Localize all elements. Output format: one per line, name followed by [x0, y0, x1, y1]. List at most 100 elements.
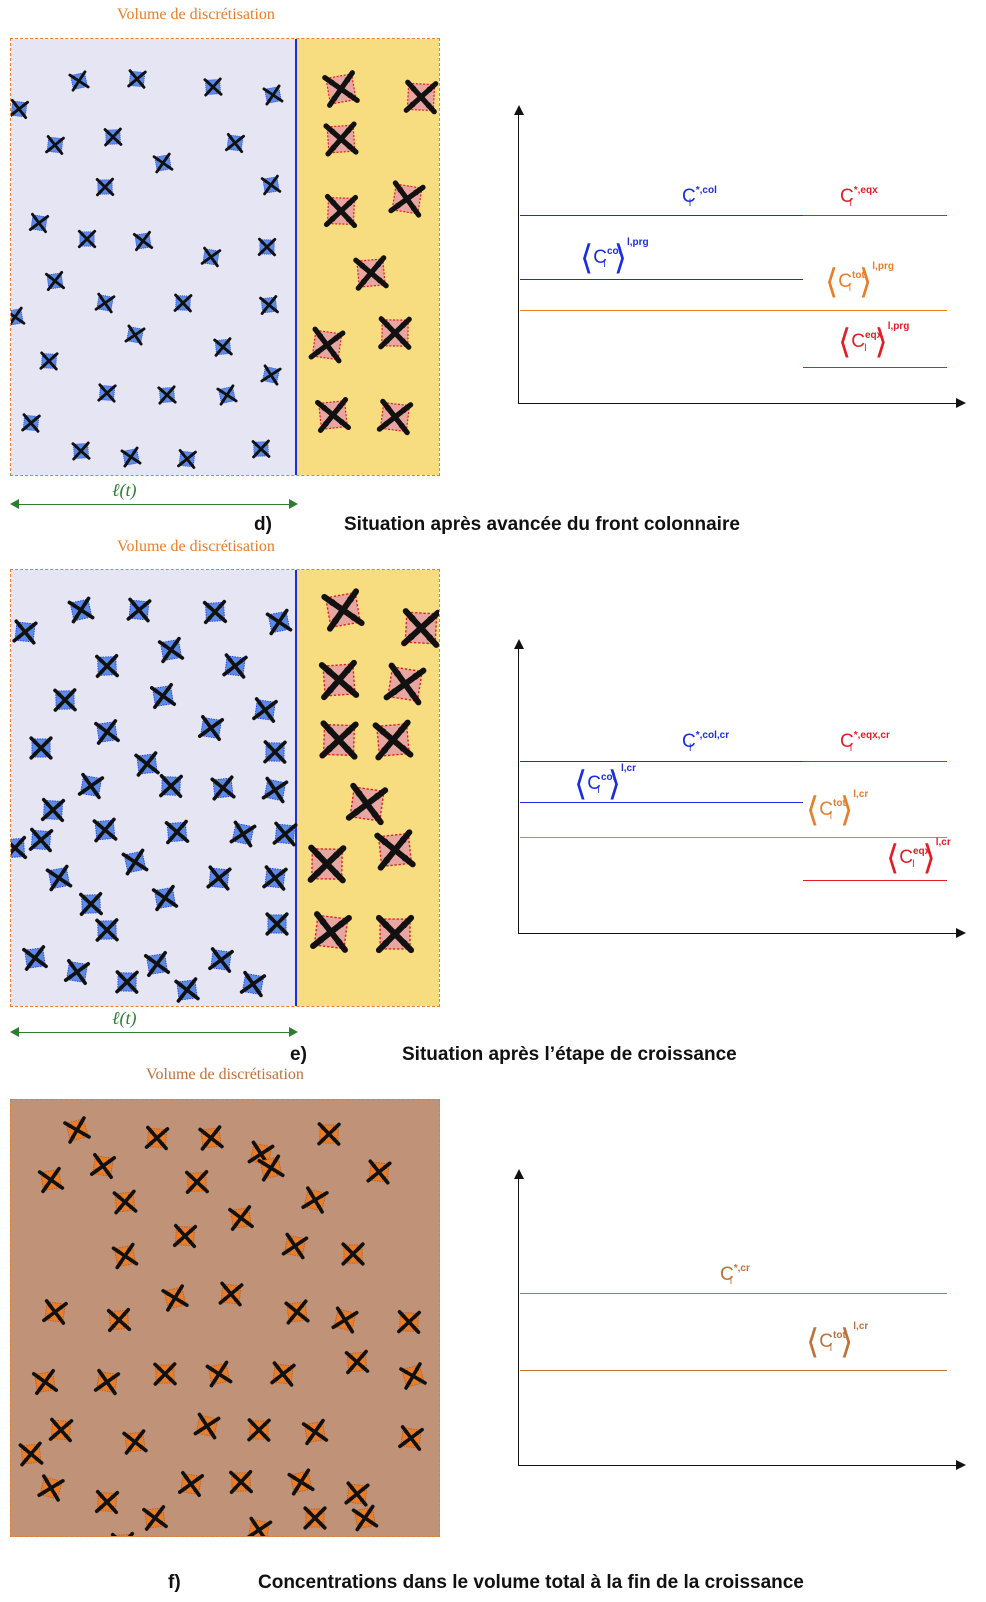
crystal-pink-icon	[323, 121, 359, 157]
crystal-orange-icon	[37, 1474, 65, 1502]
crystal-blue-icon	[11, 98, 30, 120]
crystal-blue-icon	[44, 270, 66, 292]
col-avg-label: ⟨Ccoll⟩l,cr	[574, 763, 636, 804]
col-star-label: C*,coll	[682, 185, 717, 209]
crystal-blue-icon	[77, 229, 97, 249]
crystal-blue-icon	[259, 295, 279, 315]
length-label: ℓ(t)	[112, 1008, 137, 1028]
star-label: C*,crl	[720, 1263, 750, 1287]
tot-avg-label: ⟨Ctotl⟩l,cr	[806, 789, 869, 830]
crystal-orange-icon	[110, 1531, 136, 1536]
crystal-orange-icon	[42, 1299, 68, 1325]
crystal-orange-icon	[331, 1306, 359, 1334]
crystal-blue-icon	[95, 654, 119, 678]
crystal-orange-icon	[153, 1362, 177, 1386]
caption-letter: f)	[168, 1572, 181, 1593]
eqx-star-label: C*,eqxl	[840, 185, 878, 209]
crystal-blue-icon	[28, 827, 54, 853]
crystal-blue-icon	[39, 351, 59, 371]
discretisation-volume	[10, 38, 440, 476]
crystal-blue-icon	[159, 774, 183, 798]
y-axis	[518, 1176, 519, 1466]
crystal-blue-icon	[127, 69, 147, 89]
crystal-orange-icon	[144, 1125, 170, 1151]
crystal-blue-icon	[67, 596, 95, 624]
crystal-orange-icon	[284, 1299, 310, 1325]
x-axis-arrow	[956, 398, 966, 408]
crystal-blue-icon	[262, 865, 288, 891]
crystal-orange-icon	[301, 1418, 329, 1446]
col-avg-label: ⟨Ccoll⟩l,prg	[580, 237, 649, 278]
crystal-orange-icon	[37, 1166, 65, 1194]
crystal-blue-icon	[92, 817, 118, 843]
crystal-blue-icon	[29, 736, 53, 760]
crystal-blue-icon	[115, 970, 139, 994]
panel-d: Volume de discrétisation ℓ(t) d) Situati…	[0, 0, 986, 540]
x-axis-arrow	[956, 1460, 966, 1470]
crystal-pink-icon	[323, 193, 359, 229]
crystal-pink-icon	[318, 659, 360, 701]
crystal-orange-icon	[48, 1417, 74, 1443]
crystal-blue-icon	[260, 364, 282, 386]
crystal-blue-icon	[222, 653, 248, 679]
crystal-blue-icon	[272, 821, 298, 847]
crystal-orange-icon	[398, 1425, 424, 1451]
crystal-orange-icon	[142, 1505, 168, 1531]
y-axis-arrow	[514, 639, 524, 649]
crystal-pink-icon	[321, 588, 365, 632]
crystal-orange-icon	[93, 1368, 121, 1396]
crystal-blue-icon	[262, 84, 284, 106]
crystal-orange-icon	[270, 1361, 296, 1387]
crystal-blue-icon	[77, 772, 105, 800]
crystal-blue-icon	[132, 230, 154, 252]
crystal-blue-icon	[68, 70, 90, 92]
crystal-blue-icon	[197, 714, 225, 742]
panel-e: Volume de discrétisation ℓ(t) e) Situati…	[10, 538, 966, 1065]
crystal-blue-icon	[263, 740, 287, 764]
crystal-blue-icon	[210, 775, 236, 801]
crystal-blue-icon	[229, 820, 257, 848]
crystal-blue-icon	[260, 174, 282, 196]
crystal-orange-icon	[247, 1418, 271, 1442]
crystal-blue-icon	[200, 246, 222, 268]
col-avg-line	[520, 802, 803, 803]
crystal-blue-icon	[265, 608, 293, 636]
tot-avg-line	[520, 837, 947, 838]
crystal-orange-icon	[228, 1205, 254, 1231]
crystal-blue-icon	[202, 599, 228, 625]
crystal-blue-icon	[45, 864, 73, 892]
crystal-pink-icon	[383, 662, 427, 706]
caption-letter: d)	[254, 514, 272, 535]
eqx-star-line	[803, 215, 947, 216]
crystal-blue-icon	[164, 819, 190, 845]
crystal-orange-icon	[247, 1140, 275, 1168]
star-line	[520, 1293, 947, 1294]
caption: Situation après avancée du front colonna…	[344, 514, 740, 535]
crystal-orange-icon	[193, 1412, 221, 1440]
crystal-pink-icon	[315, 397, 351, 433]
crystal-blue-icon	[157, 385, 177, 405]
col-star-line	[520, 761, 803, 762]
y-axis	[518, 646, 519, 934]
discretisation-volume	[10, 569, 440, 1007]
crystal-pink-icon	[372, 719, 414, 761]
crystal-orange-icon	[344, 1481, 370, 1507]
crystal-orange-icon	[161, 1284, 189, 1312]
volume-label: Volume de discrétisation	[117, 538, 275, 555]
columnar-zone	[11, 570, 296, 1006]
crystal-orange-icon	[218, 1281, 244, 1307]
crystal-blue-icon	[143, 950, 171, 978]
crystal-pink-icon	[353, 255, 389, 291]
crystal-blue-icon	[11, 835, 28, 861]
crystal-pink-icon	[375, 914, 415, 954]
crystal-orange-icon	[185, 1170, 209, 1194]
crystal-blue-icon	[174, 977, 200, 1003]
tot-avg-label: ⟨Ctotl⟩l,cr	[806, 1321, 869, 1362]
crystal-blue-icon	[216, 384, 238, 406]
crystal-blue-icon	[21, 413, 41, 433]
crystal-blue-icon	[79, 892, 103, 916]
crystal-blue-icon	[121, 848, 149, 876]
crystal-blue-icon	[94, 292, 116, 314]
crystal-blue-icon	[203, 77, 223, 97]
crystal-orange-icon	[317, 1122, 341, 1146]
